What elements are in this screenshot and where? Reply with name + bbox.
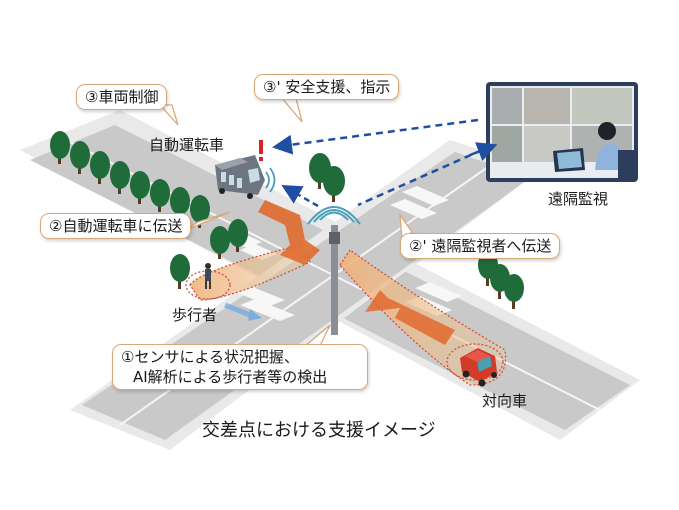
- callout-safety-support: ③' 安全支援、指示: [254, 74, 400, 100]
- autonomous-vehicle-bus: [215, 155, 276, 199]
- oncoming-vehicle-car: [460, 348, 497, 387]
- pedestrian-figure: [205, 263, 211, 289]
- sensor-pole: [307, 206, 361, 335]
- remote-monitoring-station: [486, 82, 638, 182]
- callout-sensor-detection: ①センサによる状況把握、 AI解析による歩行者等の検出: [112, 344, 368, 390]
- callout-transmit-to-monitor: ②' 遠隔監視者へ伝送: [400, 233, 561, 259]
- callout-transmit-to-vehicle: ②自動運転車に伝送: [40, 213, 192, 239]
- callout-transmit-to-vehicle-text: ②自動運転車に伝送: [49, 217, 183, 235]
- callout-transmit-to-monitor-text: ②' 遠隔監視者へ伝送: [409, 237, 552, 255]
- diagram-caption: 交差点における支援イメージ: [202, 420, 436, 441]
- label-remote-monitoring: 遠隔監視: [548, 190, 609, 208]
- label-autonomous-vehicle: 自動運転車: [149, 136, 225, 154]
- oncoming-vehicle-path-arrow: [365, 290, 455, 345]
- pedestrian-direction-arrow: [224, 302, 262, 321]
- communication-arrows: [272, 118, 498, 208]
- callout-safety-support-text: ③' 安全支援、指示: [263, 78, 391, 96]
- callout-vehicle-control-text: ③車両制御: [85, 88, 159, 106]
- callout-sensor-line1: ①センサによる状況把握、: [121, 348, 299, 366]
- label-pedestrian: 歩行者: [172, 306, 218, 324]
- label-oncoming-vehicle: 対向車: [482, 392, 528, 410]
- alert-icon: [259, 140, 263, 161]
- turning-vehicle-path-arrow: [258, 200, 320, 265]
- callout-vehicle-control: ③車両制御: [76, 84, 168, 110]
- callout-sensor-line2: AI解析による歩行者等の検出: [133, 368, 328, 386]
